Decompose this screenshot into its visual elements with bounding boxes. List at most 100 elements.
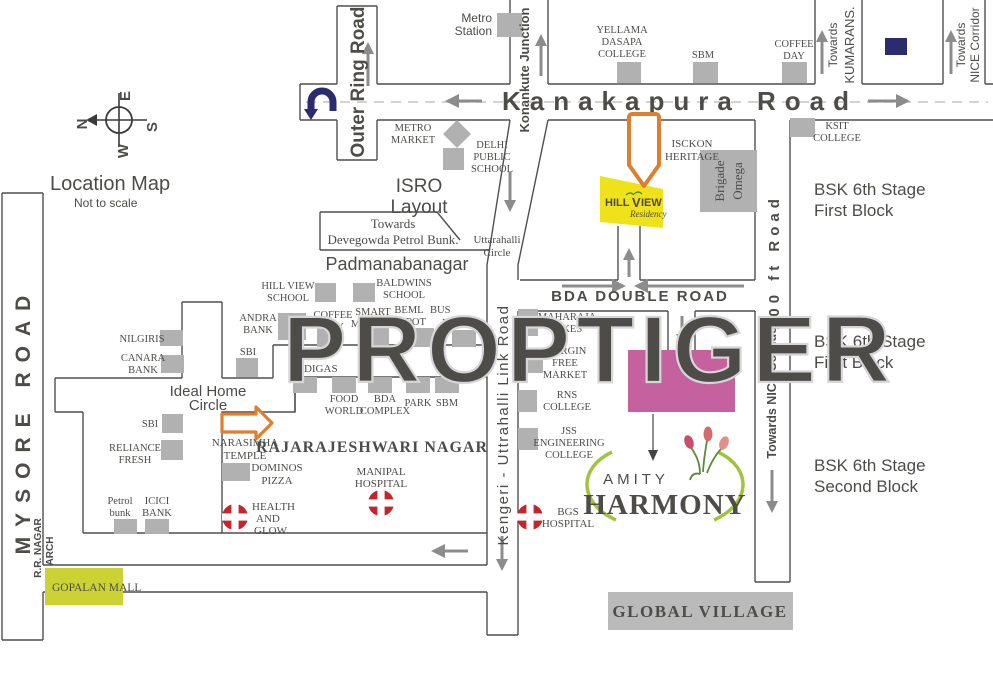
andra-box: [278, 313, 306, 340]
health-glow-label-3: GLOW: [254, 525, 288, 537]
canara-label-2: BANK: [128, 365, 158, 376]
food-world-box: [332, 377, 356, 393]
rr-nagar-label: R.R. NAGAR: [33, 518, 44, 578]
manipal-cross-icon: [368, 490, 394, 516]
logo-amity-text: AMITY: [603, 471, 669, 488]
not-to-scale: Not to scale: [74, 196, 138, 210]
kengeri-down-arrowhead: [496, 559, 508, 571]
kumarans-blue-square: [885, 38, 907, 55]
logo-swoosh-right: [713, 450, 745, 522]
global-village-label: GLOBAL VILLAGE: [612, 602, 787, 621]
gopalan-mall-label: GOPALAN MALL: [52, 582, 141, 594]
kanakapura-road-label: Kanakapura Road: [502, 86, 858, 116]
bsk2-label-2: First Block: [814, 353, 894, 372]
sbi2-box: [162, 414, 183, 433]
hill-view-school-label-2: SCHOOL: [267, 293, 309, 304]
margin-box: [518, 350, 543, 373]
bda-stub-up-arrowhead: [623, 248, 635, 260]
bda-complex-label-2: COMPLEX: [360, 406, 411, 417]
manipal-label-1: MANIPAL: [356, 466, 405, 478]
konankute-junction-label: Konankute Junction: [517, 7, 532, 132]
park-box: [406, 377, 430, 393]
isckon-pointer-icon: [627, 112, 661, 188]
outer-ring-road-label: Outer Ring Road: [348, 7, 369, 158]
margin-label-2: FREE: [552, 358, 578, 369]
sbi1-box: [236, 358, 258, 377]
reliance-box: [161, 440, 183, 460]
hill-view-school-label-1: HILL VIEW: [261, 281, 314, 292]
icici-box: [145, 519, 169, 534]
hdfc-label: HDFC: [442, 318, 470, 329]
dps-label-3: SCHOOL: [471, 164, 513, 175]
yellama-label-2: DASAPA: [601, 37, 642, 48]
metro-station-box: [497, 13, 522, 37]
u-turn-icon: [304, 87, 337, 120]
reliance-label-2: FRESH: [119, 455, 152, 466]
bda-right-arrowhead: [612, 279, 626, 293]
uttarahalli-circle-label-1: Uttarahalli: [473, 234, 520, 246]
kumarans-up-arrowhead: [816, 30, 828, 42]
rns-label-1: RNS: [557, 390, 578, 401]
sbi2-label: SBI: [142, 419, 159, 430]
icici-label-2: BANK: [142, 508, 172, 519]
margin-label-3: MARKET: [543, 370, 588, 381]
baldwins-label-2: SCHOOL: [383, 290, 425, 301]
rajarajeshwari-block-outline: [221, 376, 488, 534]
rns-box: [518, 390, 537, 412]
health-glow-label-1: HEALTH: [252, 501, 295, 513]
hillview-logo-birds: [625, 191, 643, 196]
traffic-arrows: [362, 30, 957, 571]
mysore-road-label: MYSORE ROAD: [12, 286, 35, 555]
dominos-label-1: DOMINOS: [251, 462, 302, 474]
compass-s: S: [144, 122, 161, 132]
metro-station-label-1: Metro: [461, 11, 492, 25]
manipal-label-2: HOSPITAL: [355, 478, 408, 490]
bsk3-label-1: BSK 6th Stage: [814, 456, 926, 475]
ksit-box: [790, 118, 815, 137]
brigade-omega-label-1: Brigade: [712, 160, 727, 201]
dominos-label-2: PIZZA: [261, 475, 292, 487]
bsk2-label-1: BSK 6th Stage: [814, 332, 926, 351]
bsk1-label-1: BSK 6th Stage: [814, 180, 926, 199]
100ft-road-label: 100 ft Road: [766, 194, 783, 330]
kanakapura-left-arrowhead: [445, 94, 459, 108]
canara-label-1: CANARA: [121, 353, 166, 364]
hillview-residency-logo: HILL V IEW Residency: [605, 191, 666, 219]
dps-label-1: DELHI: [476, 140, 508, 151]
maharaja-label-1: MAHARAJA: [538, 312, 597, 323]
jss-label-3: COLLEGE: [545, 450, 593, 461]
bda-left-arrowhead: [634, 279, 648, 293]
amity-site-plot: [628, 350, 735, 412]
towards-nice-top-label-2: NICE Corridor: [968, 7, 982, 82]
sbm-top-box: [693, 62, 718, 83]
beml-label-1: BEML: [394, 305, 423, 316]
padmanabanagar-label: Padmanabanagar: [325, 254, 468, 274]
dps-box: [443, 148, 464, 170]
petrol-label-1: Petrol: [107, 496, 132, 507]
compass-e: E: [117, 91, 134, 101]
coffee2-box: [317, 328, 342, 347]
yellama-label-3: COLLEGE: [598, 49, 646, 60]
beml-box: [409, 328, 434, 347]
bda-complex-box: [368, 377, 392, 393]
nilgiris-label: NILGIRIS: [120, 334, 165, 345]
nice-mid-down-arrowhead: [766, 501, 778, 513]
maharaja-box: [518, 309, 538, 336]
food-world-label-1: FOOD: [330, 394, 359, 405]
brigade-omega-label-2: Omega: [730, 162, 745, 200]
devegowda-label-2: Devegowda Petrol Bunk.: [327, 232, 458, 247]
ideal-home-label-2: Circle: [189, 397, 227, 414]
towards-kumarans-label-1: Towards: [826, 23, 840, 68]
global-village-box: [608, 592, 793, 630]
hill-view-school-box: [315, 283, 336, 302]
maharaja-label-2: BIKES: [552, 324, 582, 335]
coffee-top-label-2: DAY: [783, 51, 805, 62]
logo-swoosh-left: [585, 450, 617, 522]
park-label: PARK: [404, 398, 431, 409]
petrol-label-2: bunk: [110, 508, 132, 519]
rns-label-2: COLLEGE: [543, 402, 591, 413]
hillview-logo-v: V: [632, 195, 641, 210]
narasimha-temple-icon: [220, 405, 274, 441]
bus-label: BUS: [430, 305, 451, 316]
